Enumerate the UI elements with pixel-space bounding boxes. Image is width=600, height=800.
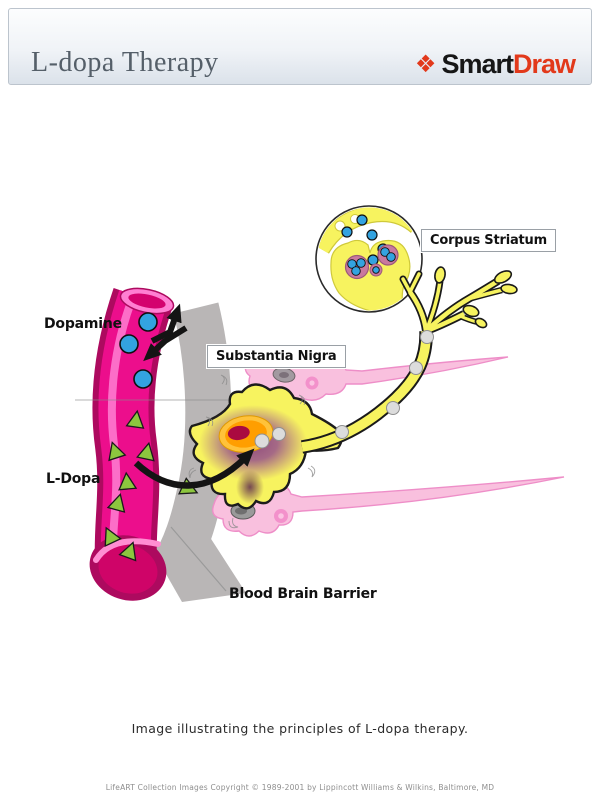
vessel-opening — [119, 287, 175, 315]
logo-text-smart: Smart — [441, 49, 514, 79]
blood-brain-barrier-label: Blood Brain Barrier — [229, 586, 377, 602]
diamond-cluster-icon: ❖ — [414, 50, 437, 78]
illustration: Dopamine L-Dopa Substantia Nigra Corpus … — [0, 85, 600, 705]
page-header: L-dopa Therapy ❖ Smart Draw — [8, 8, 592, 85]
blood-brain-barrier-band — [150, 302, 246, 602]
synapse-dopamine-dots — [341, 214, 389, 266]
membrane-squiggles — [188, 374, 316, 529]
nucleolus — [227, 425, 250, 441]
synapse-magnifier-circle — [315, 205, 423, 313]
logo-text-draw: Draw — [512, 49, 576, 79]
page-title: L-dopa Therapy — [31, 47, 219, 78]
dopamine-molecules — [119, 312, 158, 389]
substantia-nigra-label: Substantia Nigra — [207, 345, 346, 368]
ldopa-diagram-svg — [75, 205, 565, 602]
image-caption: Image illustrating the principles of L-d… — [131, 721, 469, 736]
converted-dopamine-dots — [254, 330, 434, 449]
ldopa-label: L-Dopa — [46, 471, 101, 487]
dopamine-label: Dopamine — [44, 316, 122, 332]
bbb-leader-line — [170, 526, 227, 592]
axon — [300, 266, 518, 454]
axon-terminals — [434, 266, 518, 329]
copyright-footer: LifeART Collection Images Copyright © 19… — [105, 783, 495, 792]
synaptic-vesicles — [344, 244, 399, 280]
smartdraw-logo: ❖ Smart Draw — [414, 49, 576, 80]
corpus-striatum-label: Corpus Striatum — [421, 229, 556, 252]
ldopa-crossing-arrow — [133, 448, 255, 489]
dopamine-bounce-arrows — [143, 303, 188, 362]
vessel-cut-end — [89, 535, 167, 601]
